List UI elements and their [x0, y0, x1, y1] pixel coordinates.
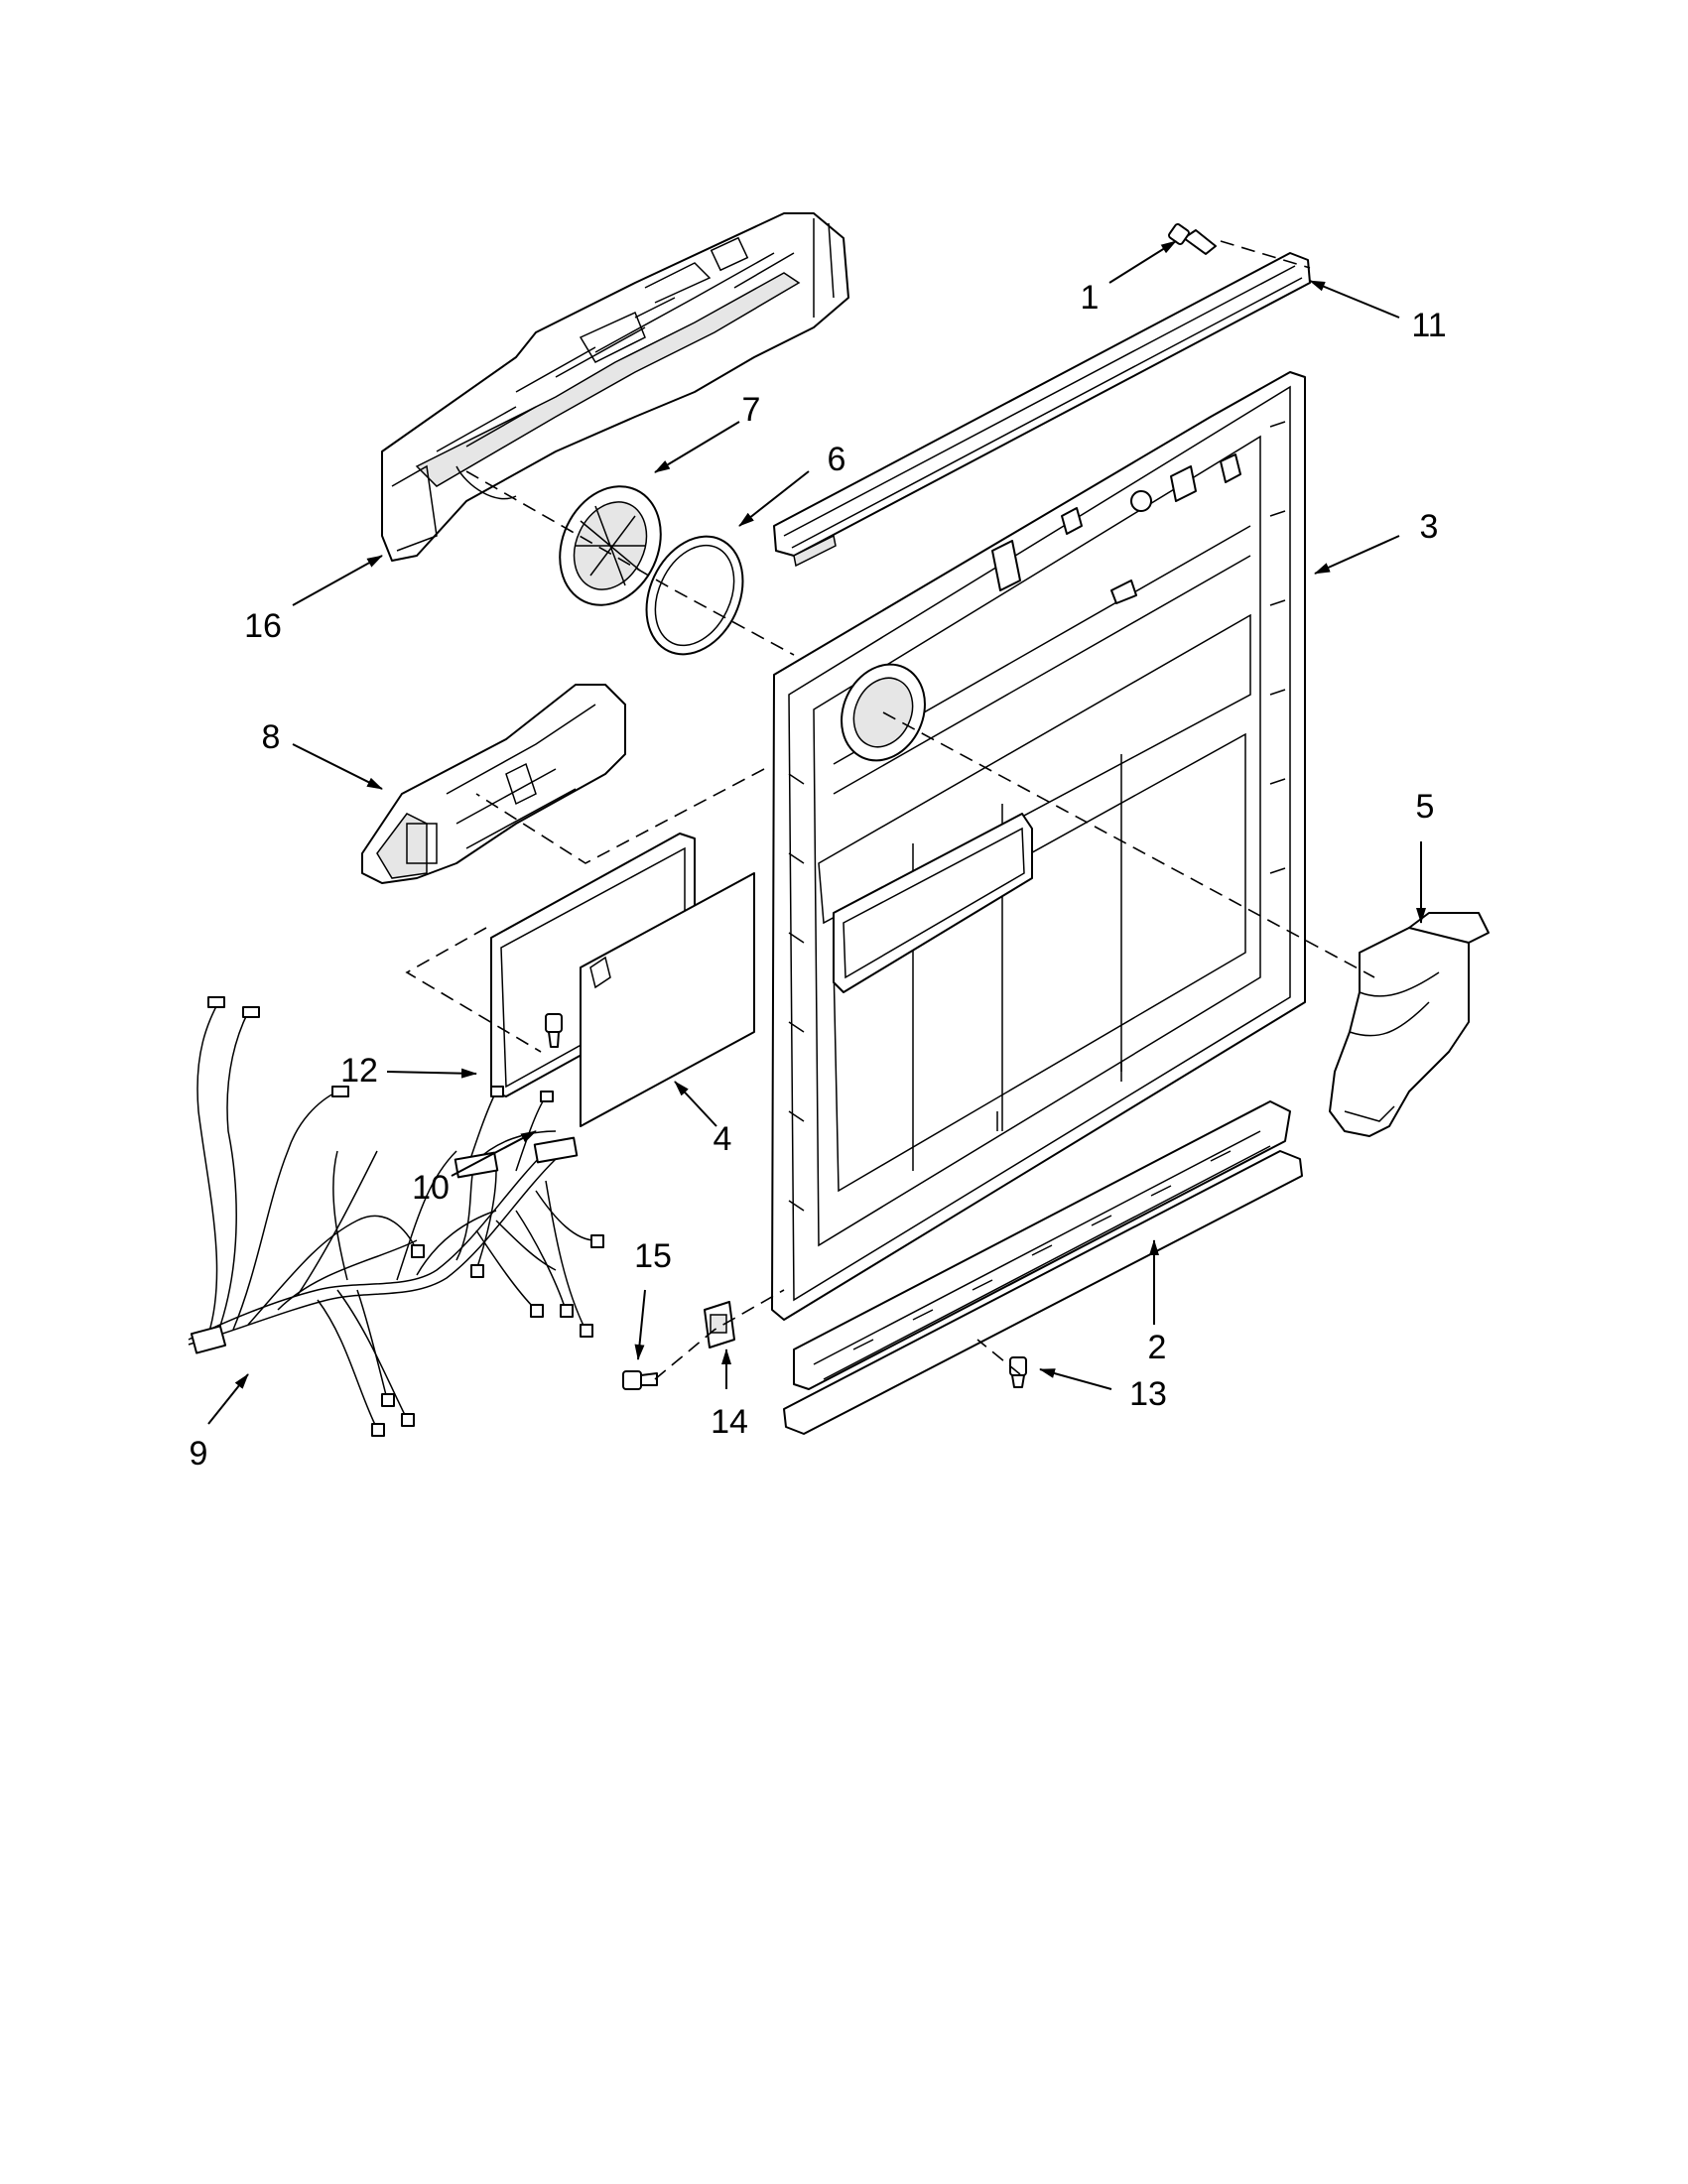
part-8-dispenser [361, 684, 626, 884]
part-10-screw [545, 1013, 563, 1048]
part-9-wire-harness [188, 996, 604, 1437]
part-11-top-trim [773, 252, 1311, 568]
callout-10: 10 [412, 1169, 450, 1207]
callout-12: 12 [340, 1052, 378, 1090]
part-7-vent [559, 485, 662, 606]
part-15-screw [622, 1370, 658, 1390]
part-2-bottom-trim [783, 1100, 1303, 1435]
callout-14: 14 [711, 1403, 748, 1441]
callout-7: 7 [742, 391, 761, 429]
assembly-lines [405, 240, 1375, 1380]
callout-11: 11 [1411, 307, 1446, 344]
part-14-clip [704, 1301, 735, 1349]
callout-5: 5 [1416, 788, 1435, 826]
leader-lines [207, 240, 1426, 1425]
callout-3: 3 [1420, 508, 1439, 546]
callout-13: 13 [1129, 1375, 1167, 1413]
part-4-cover-plate [580, 872, 755, 1127]
callout-15: 15 [634, 1237, 672, 1275]
callout-2: 2 [1148, 1329, 1167, 1366]
callout-16: 16 [244, 607, 282, 645]
callout-8: 8 [262, 718, 281, 756]
part-5-vent-duct [1329, 912, 1490, 1137]
callout-6: 6 [828, 441, 846, 478]
callout-labels: 1 2 3 4 5 6 7 8 9 10 11 12 13 14 15 16 [190, 279, 1447, 1473]
part-3-inner-door [771, 371, 1306, 1321]
part-6-gasket [645, 535, 744, 656]
part-16-console-bracket [381, 212, 849, 562]
callout-9: 9 [190, 1435, 208, 1473]
callout-4: 4 [714, 1120, 732, 1158]
part-1-screw [1168, 223, 1217, 255]
callout-1: 1 [1081, 279, 1100, 317]
